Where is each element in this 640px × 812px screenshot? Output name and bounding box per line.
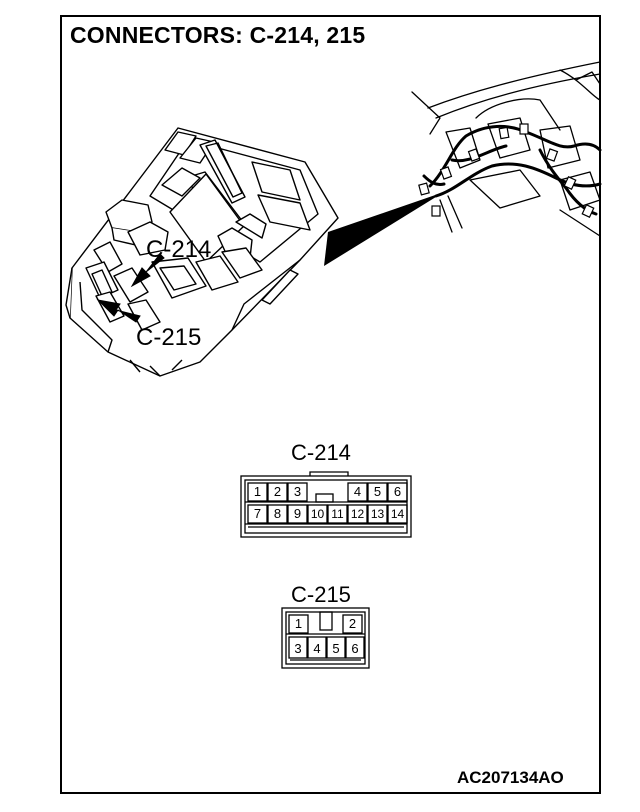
c215-pin-2-cell	[342, 614, 363, 634]
dashboard-harness-drawing	[411, 61, 601, 237]
c214-pin-2: 2	[274, 484, 281, 499]
c214-pin-1-cell	[247, 482, 268, 502]
c214-pin-14-cell	[387, 504, 408, 524]
c214-pin-13-cell	[367, 504, 388, 524]
c214-pin-5: 5	[374, 484, 381, 499]
c214-pin-5-cell	[367, 482, 388, 502]
c214-pin-13: 13	[371, 507, 385, 521]
c214-pin-6: 6	[394, 484, 401, 499]
callout-c215: C-215	[136, 324, 202, 351]
c214-pin-7: 7	[254, 506, 261, 521]
c214-pin-6-cell	[387, 482, 408, 502]
c214-pin-1: 1	[254, 484, 261, 499]
c215-pin-3: 3	[294, 641, 301, 656]
c215-pin-4-cell	[307, 636, 327, 659]
connector-c214-label: C-214	[291, 440, 351, 465]
c214-pin-11-cell	[327, 504, 348, 524]
connector-c215-label: C-215	[291, 582, 351, 607]
c214-pin-14: 14	[391, 507, 405, 521]
c214-pin-12-cell	[347, 504, 368, 524]
callout-arrows	[96, 253, 165, 323]
callout-c214: C-214	[146, 236, 212, 263]
c215-pin-3-cell	[288, 636, 308, 659]
c214-pin-7-cell	[247, 504, 268, 524]
pointer-wedge	[324, 192, 444, 266]
c215-pin-2: 2	[349, 616, 356, 631]
figure-code: AC207134AO	[457, 768, 564, 787]
c215-pin-1: 1	[295, 616, 302, 631]
c215-pin-4: 4	[313, 641, 320, 656]
figure-title: CONNECTORS: C-214, 215	[70, 22, 366, 48]
c214-pin-10: 10	[311, 507, 325, 521]
c214-pin-3-cell	[287, 482, 308, 502]
c214-pin-8: 8	[274, 506, 281, 521]
c214-pin-11: 11	[331, 507, 344, 521]
c214-pin-12: 12	[351, 507, 365, 521]
c214-pin-4: 4	[354, 484, 361, 499]
junction-block-drawing	[65, 127, 339, 377]
c214-pin-10-cell	[307, 504, 328, 524]
c215-pin-1-cell	[288, 614, 309, 634]
figure-frame	[60, 15, 601, 794]
arrow-c214	[130, 253, 165, 288]
c214-pin-4-cell	[347, 482, 368, 502]
c215-pin-6-cell	[345, 636, 365, 659]
c215-pin-5: 5	[332, 641, 339, 656]
c214-pin-9: 9	[294, 506, 301, 521]
c214-pin-3: 3	[294, 484, 301, 499]
c214-pin-8-cell	[267, 504, 288, 524]
c215-pin-5-cell	[326, 636, 346, 659]
arrow-c215	[96, 299, 141, 323]
c214-pin-2-cell	[267, 482, 288, 502]
harness-clips	[418, 123, 595, 219]
c214-pin-9-cell	[287, 504, 308, 524]
c215-pin-6: 6	[351, 641, 358, 656]
